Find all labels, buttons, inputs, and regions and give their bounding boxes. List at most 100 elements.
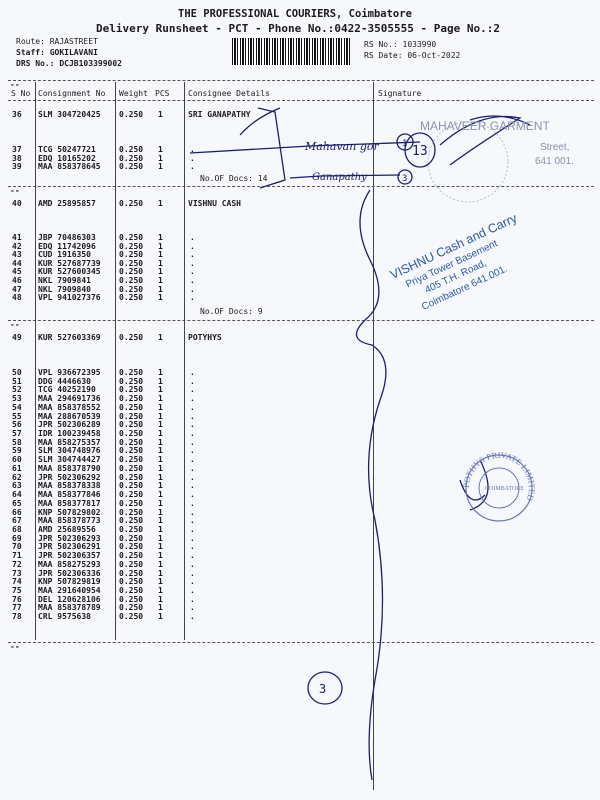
cell-weight: 0.250	[119, 594, 144, 604]
consignee-dot: .	[190, 446, 195, 456]
svg-text:MAHAVEER GARMENT: MAHAVEER GARMENT	[420, 119, 550, 133]
handwritten-name-2: Ganapathy	[312, 172, 367, 183]
cell-pcs: 1	[158, 385, 163, 395]
cell-sno: 50	[12, 368, 22, 377]
col-signature: Signature	[378, 89, 422, 98]
cell-sno: 78	[12, 612, 22, 622]
cell-sno: 52	[12, 385, 22, 395]
cell-pcs: 1	[158, 498, 163, 508]
cell-consignment: VPL 941027376	[38, 293, 101, 303]
consignee-dot: .	[190, 498, 195, 508]
cell-consignment: MAA 858378552	[38, 402, 101, 412]
cell-pcs: 1	[158, 507, 163, 517]
svg-text:Street,: Street,	[540, 142, 569, 153]
cell-pcs: 1	[158, 551, 163, 561]
consignee-dot: .	[190, 612, 195, 622]
staff: Staff: GOKILAVANI	[16, 48, 98, 57]
cell-consignment: KNP 507829819	[38, 577, 101, 587]
cell-weight: 0.250	[119, 542, 144, 552]
cell-weight: 0.250	[119, 481, 144, 491]
column-line	[184, 82, 185, 640]
cell-pcs: 1	[158, 516, 163, 526]
cell-pcs: 1	[158, 233, 163, 242]
cell-weight: 0.250	[119, 490, 144, 500]
cell-sno: 72	[12, 559, 22, 569]
consignee-dot: .	[190, 402, 195, 412]
cell-weight: 0.250	[119, 420, 144, 430]
consignee-dot: .	[190, 507, 195, 517]
cell-pcs: 1	[158, 429, 163, 439]
cell-pcs: 1	[158, 559, 163, 569]
consignee-dot: .	[190, 145, 195, 154]
cell-weight: 0.250	[119, 233, 144, 242]
cell-pcs: 1	[158, 368, 163, 377]
rs-number: RS No.: 1033990	[364, 40, 437, 49]
cell-consignment: DDG 4446630	[38, 376, 91, 386]
cell-sno: 68	[12, 524, 22, 534]
handwritten-page-mark: 3	[319, 682, 326, 696]
consignee-dot: .	[190, 533, 195, 543]
cell-consignment: MAA 858377846	[38, 490, 101, 500]
consignee-dot: .	[190, 551, 195, 561]
cell-pcs: 1	[158, 420, 163, 430]
consignee-dot: .	[190, 162, 195, 172]
cell-sno: 66	[12, 507, 22, 517]
cell-pcs: 1	[158, 267, 163, 277]
cell-consignment: MAA 294691736	[38, 394, 101, 404]
cell-weight: 0.250	[119, 402, 144, 412]
cell-consignment: JPR 502306289	[38, 420, 101, 430]
cell-consignment: VPL 936672395	[38, 368, 101, 377]
cell-pcs: 1	[158, 394, 163, 404]
cell-weight: 0.250	[119, 516, 144, 526]
cell-weight: 0.250	[119, 110, 144, 119]
cell-consignment: JPR 502306292	[38, 472, 101, 482]
cell-consignment: KNP 507829802	[38, 507, 101, 517]
cell-sno: 51	[12, 376, 22, 386]
cell-weight: 0.250	[119, 603, 144, 613]
consignee-dot: .	[190, 437, 195, 447]
cell-pcs: 1	[158, 490, 163, 500]
consignee-dot: .	[190, 568, 195, 578]
cell-weight: 0.250	[119, 455, 144, 465]
cell-sno: 64	[12, 490, 22, 500]
cell-weight: 0.250	[119, 376, 144, 386]
cell-consignment: MAA 858378338	[38, 481, 101, 491]
column-line	[115, 82, 116, 640]
cell-consignment: SLM 304748976	[38, 446, 101, 456]
cell-consignment: SLM 304720425	[38, 110, 101, 119]
column-line	[35, 82, 36, 640]
cell-consignment: DEL 120628106	[38, 594, 101, 604]
cell-weight: 0.250	[119, 153, 144, 163]
cell-pcs: 1	[158, 258, 163, 268]
cell-weight: 0.250	[119, 241, 144, 251]
consignee-dot: .	[190, 516, 195, 526]
cell-consignment: NKL 7909840	[38, 284, 91, 294]
consignee-dot: .	[190, 241, 195, 251]
cell-consignment: KUR 527687739	[38, 258, 101, 268]
cell-sno: 38	[12, 153, 22, 163]
cell-weight: 0.250	[119, 368, 144, 377]
column-line	[373, 82, 374, 790]
cell-consignment: MAA 858378790	[38, 463, 101, 473]
cell-sno: 44	[12, 258, 22, 268]
consignee-dot: .	[190, 472, 195, 482]
cell-consignment: IDR 100239458	[38, 429, 101, 439]
divider	[8, 186, 594, 187]
cell-weight: 0.250	[119, 463, 144, 473]
col-pcs: PCS	[155, 89, 170, 98]
handwritten-name-1: Mahavan gor	[304, 140, 379, 153]
cell-consignment: JPR 502306291	[38, 542, 101, 552]
divider	[8, 642, 594, 643]
cell-consignment: MAA 858377817	[38, 498, 101, 508]
cell-weight: 0.250	[119, 446, 144, 456]
col-weight: Weight	[119, 89, 148, 98]
cell-weight: 0.250	[119, 333, 144, 342]
company-title: THE PROFESSIONAL COURIERS, Coimbatore	[178, 8, 412, 20]
cell-consignment: SLM 304744427	[38, 455, 101, 465]
cell-pcs: 1	[158, 162, 163, 172]
consignee-dot: .	[190, 376, 195, 386]
cell-sno: 75	[12, 586, 22, 595]
divider	[8, 80, 594, 81]
consignee-dot: .	[190, 481, 195, 491]
